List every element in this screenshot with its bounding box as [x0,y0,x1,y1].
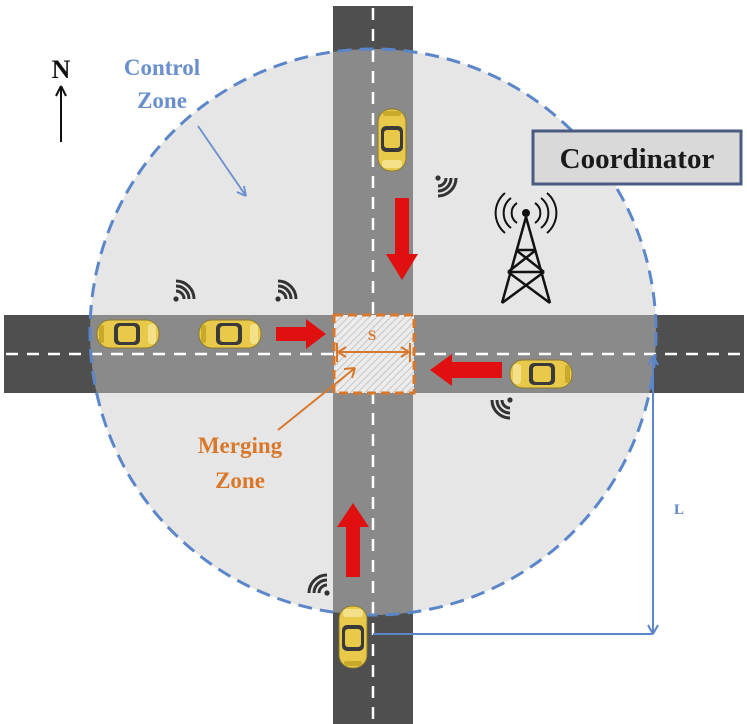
control-zone-pointer [197,125,247,197]
lane-markings [6,8,744,724]
car-icon [509,359,573,389]
radio-tower-icon [494,192,558,305]
car-icon [198,319,262,349]
direction-arrows [276,198,502,577]
north-label: N [52,55,71,84]
north-arrow-icon [55,85,67,142]
s-label: S [368,328,376,344]
car-icon [96,319,160,349]
coordinator-box [531,129,743,186]
l-label: L [674,502,684,518]
merging-zone-label-line1: Merging [198,433,283,458]
control-zone-label-line1: Control [124,55,200,80]
car-icon [377,108,407,172]
control-zone-label-line2: Zone [137,88,187,113]
arrow-north-icon [337,503,369,577]
merging-zone-pointer [277,367,356,431]
arrow-west-icon [430,354,502,386]
arrow-south-icon [386,198,418,280]
s-dimension [336,343,411,362]
coordinator-label: Coordinator [560,143,715,175]
car-icon [338,605,368,669]
merging-zone-label-line2: Zone [215,468,265,493]
merging-zone [332,313,416,395]
control-zone-border [88,47,658,617]
arrow-east-icon [276,319,326,349]
l-dimension [373,355,659,635]
